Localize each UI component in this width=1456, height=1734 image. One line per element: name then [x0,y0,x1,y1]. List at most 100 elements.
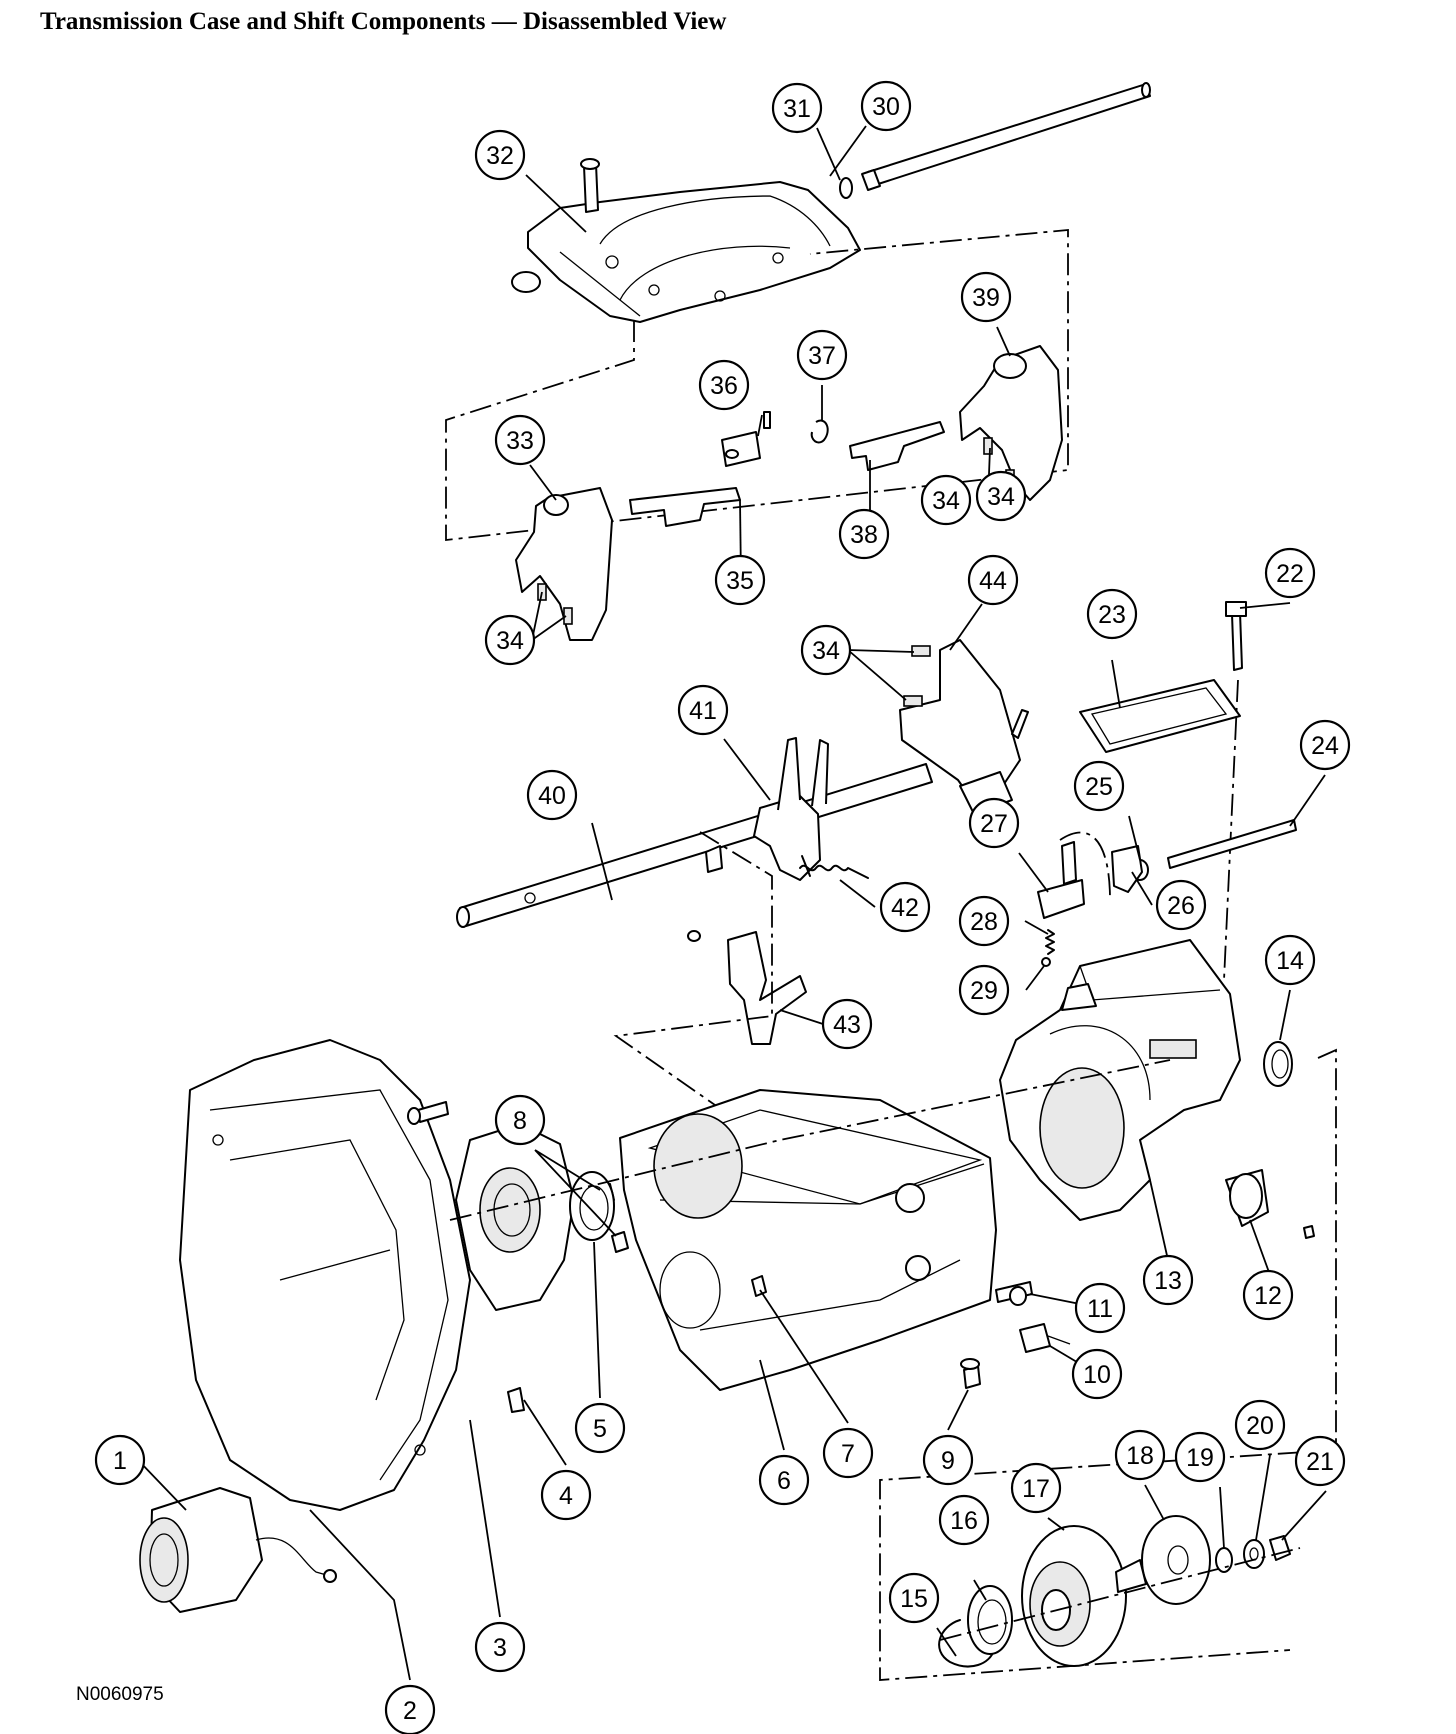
callout-21: 21 [1294,1435,1346,1487]
callout-36: 36 [698,359,750,411]
detent-path [1059,831,1111,901]
callout-label: 40 [538,782,566,810]
dowel-7 [751,1275,767,1297]
leader-lines [137,125,1327,1681]
callout-label: 15 [900,1585,928,1613]
cover-gasket-23 [1079,679,1241,753]
callout-25: 25 [1073,760,1125,812]
figure-id: N0060975 [76,1684,164,1705]
spring-28 [1045,929,1055,955]
callout-27: 27 [968,797,1020,849]
callout-label: 28 [970,908,998,936]
callout-label: 23 [1098,601,1126,629]
callout-label: 12 [1254,1282,1282,1310]
callout-label: 32 [486,142,514,170]
nut-21 [1269,1535,1291,1561]
callout-19: 19 [1174,1431,1226,1483]
callout-label: 1 [113,1447,127,1475]
callout-label: 35 [726,567,754,595]
coupling-17 [1021,1525,1127,1667]
callout-label: 17 [1022,1475,1050,1503]
callout-3: 3 [474,1621,526,1673]
callout-12: 12 [1242,1269,1294,1321]
detent-block-26 [1111,845,1143,893]
callout-22: 22 [1264,547,1316,599]
callout-42: 42 [879,881,931,933]
rail-group-outline [613,831,881,1221]
callout-7: 7 [822,1427,874,1479]
callout-10: 10 [1071,1348,1123,1400]
callout-label: 27 [980,810,1008,838]
fork-33 [515,487,613,641]
bellhousing-3 [179,1039,471,1511]
callout-32: 32 [474,129,526,181]
callout-2: 2 [384,1684,436,1734]
sleeve-36 [721,411,771,467]
callout-label: 34 [987,483,1015,511]
washer-31 [839,177,853,199]
callout-11: 11 [1074,1282,1126,1334]
switch-12 [1225,1169,1315,1239]
pin-24 [1167,819,1297,869]
seal-16 [967,1585,1013,1655]
top-cover-32 [511,158,861,323]
callout-34: 34 [975,470,1027,522]
callout-13: 13 [1142,1254,1194,1306]
callout-label: 20 [1246,1412,1274,1440]
callout-17: 17 [1010,1462,1062,1514]
diagram-title: Transmission Case and Shift Components —… [40,8,727,35]
callout-8: 8 [494,1094,546,1146]
clip-37 [810,419,829,444]
callout-31: 31 [771,82,823,134]
callout-44: 44 [967,554,1019,606]
callout-label: 7 [841,1440,855,1468]
callout-label: 34 [932,487,960,515]
callout-label: 42 [891,894,919,922]
bolt-22-path [1223,679,1239,981]
callout-1: 1 [94,1434,146,1486]
callout-4: 4 [540,1469,592,1521]
callout-label: 41 [689,697,717,725]
detent-lever-27 [1037,841,1085,919]
callout-label: 36 [710,372,738,400]
callout-38: 38 [838,508,890,560]
callout-label: 19 [1186,1444,1214,1472]
callout-label: 13 [1154,1267,1182,1295]
callout-39: 39 [960,271,1012,323]
callout-14: 14 [1264,934,1316,986]
callout-37: 37 [796,329,848,381]
callout-label: 38 [850,521,878,549]
callout-label: 9 [941,1447,955,1475]
callout-label: 10 [1083,1361,1111,1389]
callout-41: 41 [677,684,729,736]
callout-label: 6 [777,1467,791,1495]
sensor-10 [1019,1323,1071,1353]
callout-label: 22 [1276,560,1304,588]
extension-housing-13 [999,939,1241,1221]
cover-group-outline [445,229,1069,542]
callout-label: 26 [1167,892,1195,920]
callout-28: 28 [958,895,1010,947]
callout-23: 23 [1086,588,1138,640]
callout-label: 3 [493,1634,507,1662]
callout-34: 34 [484,614,536,666]
callout-34: 34 [920,474,972,526]
fork-44 [899,639,1029,815]
spring-42 [799,855,869,879]
callout-label: 34 [812,637,840,665]
callout-label: 31 [783,95,811,123]
callout-33: 33 [494,414,546,466]
callout-35: 35 [714,554,766,606]
callout-18: 18 [1114,1429,1166,1481]
callout-label: 33 [506,427,534,455]
callout-43: 43 [821,998,873,1050]
callout-15: 15 [888,1572,940,1624]
callout-label: 18 [1126,1442,1154,1470]
ball-29 [1041,957,1051,967]
shift-rail-30 [861,82,1151,191]
seal-14 [1263,1041,1293,1087]
fork-43 [687,845,807,1045]
callout-label: 44 [979,567,1007,595]
callout-40: 40 [526,769,578,821]
